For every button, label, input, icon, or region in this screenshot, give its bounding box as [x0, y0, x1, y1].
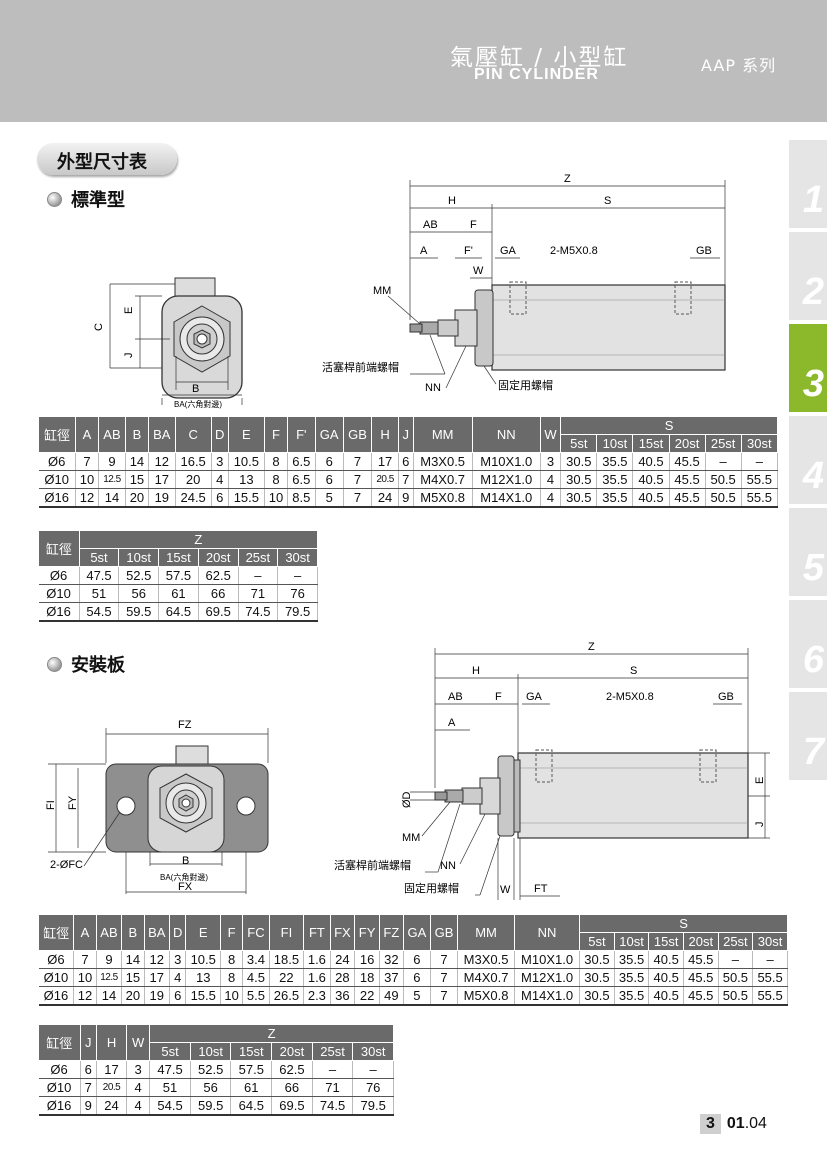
dim-w: W — [473, 265, 484, 277]
chapter-number: 3 — [700, 1114, 721, 1134]
dim-fp: F' — [464, 245, 473, 257]
section-title: 外型尺寸表 — [37, 143, 177, 175]
dim-b-mount: B — [182, 855, 189, 867]
dim-ba: BA(六角對邊) — [174, 399, 222, 409]
bullet-icon — [47, 191, 62, 207]
dim-f-mount: F — [495, 691, 502, 703]
dim-od: ØD — [401, 791, 413, 808]
dim-s: S — [604, 195, 611, 207]
dim-s-mount: S — [630, 665, 637, 677]
table-standard-dims: 缸徑 A AB B BA C D E F F' GA GB H J MM NN … — [38, 416, 779, 508]
dim-h: H — [448, 195, 456, 207]
th-bore: 缸徑 — [38, 416, 76, 453]
dim-z: Z — [564, 173, 571, 185]
dim-ba-mount: BA(六角對邊) — [160, 872, 208, 882]
dim-gb: GB — [696, 245, 712, 257]
label-mm: MM — [373, 285, 391, 297]
chapter-tab-7[interactable]: 7 — [789, 692, 827, 780]
label-fix-nut-mount: 固定用螺帽 — [404, 881, 459, 895]
port-label: 2-M5X0.8 — [550, 245, 598, 257]
page-minor: .04 — [744, 1115, 767, 1132]
chapter-tab-4[interactable]: 4 — [789, 416, 827, 504]
table-mount-dims: 缸徑 A AB B BA D E F FC FI FT FX FY FZ GA … — [37, 914, 788, 1006]
chapter-tab-3[interactable]: 3 — [789, 324, 827, 412]
dim-fx: FX — [178, 881, 193, 893]
header-title-cn: 氣壓缸 / 小型缸 — [450, 45, 629, 71]
dim-j: J — [123, 353, 135, 359]
dim-a: A — [420, 245, 428, 257]
drawing-mount-front: FZ FI FY 2-ØFC B BA(六角對邊) FX — [45, 719, 269, 894]
bullet-icon — [47, 656, 62, 672]
dim-fc: 2-ØFC — [50, 859, 83, 871]
dim-ab-mount: AB — [448, 691, 463, 703]
dim-gb-mount: GB — [718, 691, 734, 703]
dim-a-mount: A — [448, 717, 456, 729]
label-rod-nut-mount: 活塞桿前端螺帽 — [334, 858, 411, 872]
chapter-tab-2[interactable]: 2 — [789, 232, 827, 320]
dim-f: F — [470, 219, 477, 231]
chapter-tabs: 1 2 3 4 5 6 7 — [789, 140, 827, 784]
drawing-mount-side: Z H S AB F A GA 2-M5X0.8 GB E J ØD MM 活塞… — [334, 641, 770, 900]
label-fix-nut: 固定用螺帽 — [498, 378, 553, 392]
dim-e-mount: E — [754, 777, 766, 784]
dim-e: E — [123, 307, 135, 314]
dim-b: B — [192, 383, 199, 395]
label-rod-nut: 活塞桿前端螺帽 — [322, 360, 399, 374]
dim-j-mount: J — [754, 822, 766, 828]
dim-ab: AB — [423, 219, 438, 231]
th-bore-mount: 缸徑 — [37, 914, 75, 951]
page-header: 氣壓缸 / 小型缸 PIN CYLINDER AAP 系列 — [0, 0, 827, 122]
port-label-mount: 2-M5X0.8 — [606, 691, 654, 703]
dim-ga: GA — [500, 245, 517, 257]
dim-fy: FY — [67, 795, 79, 810]
label-nn: NN — [425, 382, 441, 394]
chapter-tab-5[interactable]: 5 — [789, 508, 827, 596]
dim-ft: FT — [534, 883, 548, 895]
dim-fi: FI — [45, 800, 57, 810]
label-nn-mount: NN — [440, 860, 456, 872]
chapter-tab-6[interactable]: 6 — [789, 600, 827, 688]
subtitle-standard: 標準型 — [47, 186, 125, 212]
dim-fz: FZ — [178, 719, 192, 731]
dim-z-mount: Z — [588, 641, 595, 653]
drawing-standard-side: Z H S AB F A F' W GA 2-M5X0.8 GB MM 活塞桿前… — [322, 173, 726, 394]
header-title-en: PIN CYLINDER — [474, 66, 599, 83]
dim-c: C — [93, 323, 105, 331]
chapter-tab-1[interactable]: 1 — [789, 140, 827, 228]
page-number: 3 01.04 — [700, 1114, 767, 1134]
dim-h-mount: H — [472, 665, 480, 677]
header-series: AAP 系列 — [701, 56, 777, 75]
dim-ga-mount: GA — [526, 691, 543, 703]
subtitle-mount: 安裝板 — [47, 651, 125, 677]
drawing-standard-front: C E J B BA(六角對邊) — [93, 277, 243, 409]
dim-w-mount: W — [500, 884, 511, 896]
label-mm-mount: MM — [402, 832, 420, 844]
page-major: 01 — [726, 1115, 745, 1132]
